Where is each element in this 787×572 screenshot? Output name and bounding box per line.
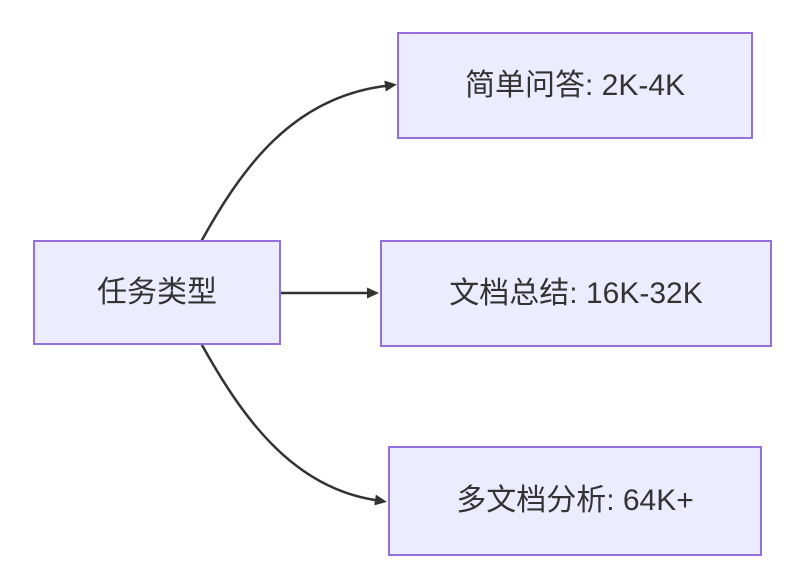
edge-root-to-simple-qa: [200, 80, 397, 242]
node-multi-doc-label: 多文档分析: 64K+: [456, 484, 694, 517]
node-doc-summary-label: 文档总结: 16K-32K: [449, 276, 703, 310]
node-simple-qa-label: 简单问答: 2K-4K: [464, 68, 686, 102]
node-task-type-label: 任务类型: [97, 275, 217, 309]
node-multi-doc: 多文档分析: 64K+: [388, 446, 762, 556]
node-doc-summary: 文档总结: 16K-32K: [380, 240, 772, 347]
edge-root-to-multi-doc: [200, 343, 387, 506]
node-task-type: 任务类型: [33, 240, 281, 345]
node-simple-qa: 简单问答: 2K-4K: [397, 32, 753, 139]
